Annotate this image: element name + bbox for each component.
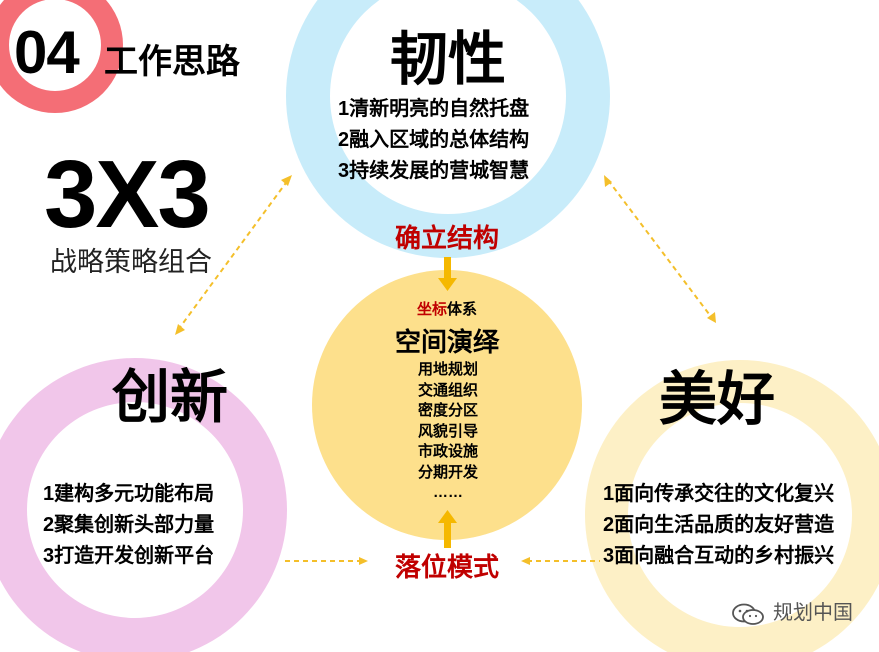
arrow-down-shaft	[444, 257, 451, 279]
section-title: 工作思路	[104, 43, 240, 81]
top-ring-inner	[330, 0, 566, 214]
right-ring-inner	[628, 403, 852, 627]
left-node-list: 1建构多元功能布局 2聚集创新头部力量 3打造开发创新平台	[43, 479, 214, 572]
strategy-subtitle: 战略策略组合	[50, 247, 212, 277]
arrowhead	[281, 175, 292, 186]
arrowhead	[175, 324, 185, 335]
section-number: 04	[14, 19, 80, 86]
center-list: 用地规划 交通组织 密度分区 风貌引导 市政设施 分期开发 ……	[378, 360, 518, 504]
list-item: 1清新明亮的自然托盘	[338, 98, 530, 120]
right-node-heading: 美好	[658, 367, 775, 432]
top-node-list: 1清新明亮的自然托盘 2融入区域的总体结构 3持续发展的营城智慧	[338, 94, 529, 187]
arrowhead	[359, 557, 368, 565]
watermark: 规划中国	[731, 596, 853, 625]
arrowhead	[707, 312, 716, 323]
left-node-heading: 创新	[111, 365, 228, 430]
arrow-up-shaft	[444, 522, 451, 548]
mode-label: 落位模式	[394, 552, 499, 582]
left-ring-inner	[27, 402, 243, 618]
center-circle	[312, 270, 582, 540]
center-subheading-prefix: 坐标	[416, 301, 447, 318]
list-item: 2聚集创新头部力量	[43, 514, 215, 536]
list-item: 3持续发展的营城智慧	[338, 160, 530, 182]
list-item: 风貌引导	[417, 422, 478, 440]
right-node-list: 1面向传承交往的文化复兴 2面向生活品质的友好营造 3面向融合互动的乡村振兴	[603, 479, 834, 572]
arrowhead	[604, 175, 612, 187]
center-title: 空间演绎	[394, 327, 499, 357]
structure-label: 确立结构	[394, 223, 499, 253]
top-node-heading: 韧性	[389, 27, 506, 92]
corner-circle-inner	[9, 0, 101, 91]
list-item: 交通组织	[417, 381, 478, 399]
list-item: ……	[433, 484, 463, 501]
list-item: 3面向融合互动的乡村振兴	[603, 545, 835, 567]
watermark-text: 规划中国	[773, 602, 853, 624]
list-item: 市政设施	[417, 443, 478, 460]
list-item: 分期开发	[417, 463, 478, 481]
list-item: 2面向生活品质的友好营造	[603, 514, 835, 536]
list-item: 3打造开发创新平台	[43, 545, 215, 567]
arrowhead	[521, 557, 530, 565]
list-item: 1建构多元功能布局	[43, 483, 215, 505]
list-item: 2融入区域的总体结构	[338, 129, 530, 151]
arrow-up-head	[438, 510, 457, 523]
strategy-title: 3X3	[44, 141, 211, 248]
list-item: 用地规划	[417, 361, 478, 378]
wechat-icon	[732, 603, 764, 625]
list-item: 1面向传承交往的文化复兴	[603, 483, 835, 505]
dashed-link-top-right	[607, 179, 713, 319]
dashed-link-top-left	[177, 179, 289, 331]
center-subheading: 坐标体系	[367, 298, 527, 319]
list-item: 密度分区	[417, 402, 478, 419]
arrow-down-head	[438, 278, 457, 291]
center-subheading-suffix: 体系	[447, 301, 478, 318]
